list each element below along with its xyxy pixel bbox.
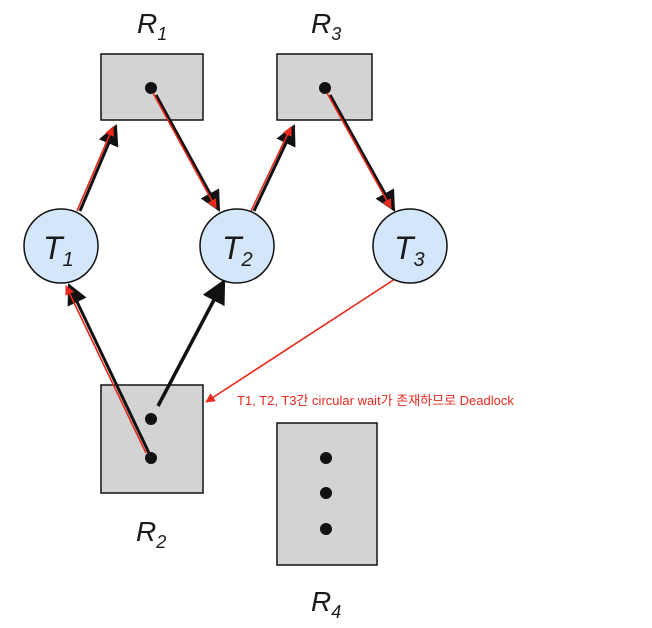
resource-r3-instance [319,82,331,94]
cycle-edge-r3-t3 [326,92,392,209]
resource-r4-instance-3 [320,523,332,535]
edge-r2-assigned-t1 [67,283,151,454]
thread-t3-label: T3 [394,230,425,271]
deadlock-annotation: T1, T2, T3간 circular wait가 존재하므로 Deadloc… [237,393,514,408]
cycle-edge-r1-t2 [152,92,217,209]
resource-r2-label: R2 [136,516,166,552]
cycle-edge-t1-r1 [76,126,115,212]
resource-r3-label: R3 [311,8,341,44]
edge-t2-request-r3 [252,124,296,212]
thread-t1-node [23,208,99,284]
resource-r4-instance-2 [320,487,332,499]
resource-r2-box [100,384,204,494]
cycle-edge-t2-r3 [250,126,292,212]
thread-t2-label: T2 [222,230,253,271]
cycle-edge-t3-r2 [205,278,396,403]
edge-r1-assigned-t2 [154,94,221,212]
thread-t2-node [199,208,275,284]
resource-r4-instance-1 [320,452,332,464]
edge-t1-request-r1 [78,124,119,212]
resource-r1-label: R1 [137,8,167,44]
edge-r3-assigned-t3 [328,94,396,212]
resource-r4-label: R4 [311,586,341,622]
resource-r2-instance-1 [145,413,157,425]
resource-r2-instance-2 [145,452,157,464]
thread-t1-label: T1 [43,230,74,271]
resource-r1-instance [145,82,157,94]
thread-t3-node [372,208,448,284]
cycle-edge-r2-t1 [65,285,147,454]
edge-r2-assigned-t2 [156,278,226,407]
